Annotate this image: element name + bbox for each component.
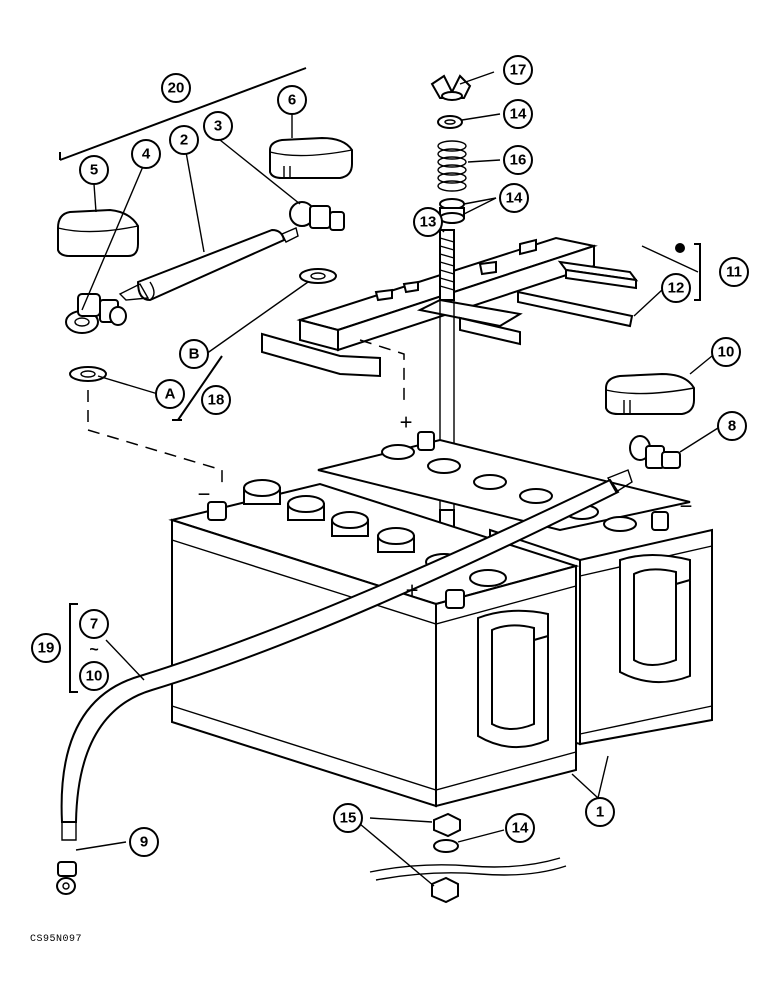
svg-text:17: 17 [510,62,527,79]
callout-7: 7 [79,609,109,639]
callout-18: 18 [201,385,231,415]
svg-text:B: B [189,346,200,363]
positive-sign-back: + [400,410,413,435]
range-tilde: ~ [89,642,98,659]
callout-13: 13 [413,207,443,237]
callout-4: 4 [131,139,161,169]
svg-text:2: 2 [180,132,188,149]
callout-17: 17 [503,55,533,85]
negative-sign-left: − [198,482,211,507]
callout-10-range: 10 [79,661,109,691]
nut-15-bottom [431,876,459,904]
callout-9: 9 [129,827,159,857]
callout-14-bottom: 14 [505,813,535,843]
short-cable-2 [118,227,299,302]
terminal-lug-9 [56,861,77,895]
washer-a [69,366,107,382]
svg-text:13: 13 [420,214,437,231]
svg-text:10: 10 [718,344,735,361]
svg-text:3: 3 [214,118,222,135]
bracket-19 [69,603,78,693]
callout-19: 19 [31,633,61,663]
callout-14-mid: 14 [499,183,529,213]
callout-15: 15 [333,803,363,833]
callout-3: 3 [203,111,233,141]
reference-dot [675,243,685,253]
svg-text:20: 20 [168,80,185,97]
wing-nut-17 [430,74,472,101]
callout-2: 2 [169,125,199,155]
svg-text:8: 8 [728,418,736,435]
svg-text:11: 11 [726,264,742,281]
spring-16 [437,140,467,192]
svg-text:9: 9 [140,834,148,851]
terminal-cover-6 [269,136,353,179]
terminal-cover-5 [57,208,139,257]
callout-1: 1 [585,797,615,827]
terminal-clamp-3 [289,201,345,231]
svg-text:14: 14 [510,106,527,123]
svg-text:19: 19 [38,640,55,657]
long-cable-7 [60,469,633,841]
terminal-clamp-8 [629,435,681,469]
leader-lines [75,71,719,887]
washer-14-top [437,115,463,129]
svg-text:12: 12 [668,280,685,297]
mounting-surface [369,857,567,881]
callout-8: 8 [717,411,747,441]
callout-5: 5 [79,155,109,185]
svg-text:1: 1 [596,804,604,821]
callout-20: 20 [161,73,191,103]
callout-16: 16 [503,145,533,175]
svg-text:15: 15 [340,810,357,827]
hold-down-frame [261,236,639,378]
svg-text:5: 5 [90,162,98,179]
washer-14-mid [439,198,465,224]
svg-text:14: 14 [512,820,529,837]
svg-text:10: 10 [86,668,103,685]
svg-text:A: A [165,386,176,403]
callout-14-top: 14 [503,99,533,129]
terminal-cover-10 [605,372,695,415]
washer-14-bottom [433,839,459,853]
svg-text:14: 14 [506,190,523,207]
svg-text:6: 6 [288,92,296,109]
bracket-11 [694,243,701,301]
bracket-18 [172,355,223,421]
svg-text:4: 4 [142,146,151,163]
washer-b [299,268,337,284]
svg-text:16: 16 [510,152,527,169]
negative-sign-right: − [680,494,693,519]
callout-6: 6 [277,85,307,115]
callout-b: B [179,339,209,369]
callout-a: A [155,379,185,409]
positive-sign-front: + [406,578,419,603]
group-20-bracket-line [59,67,307,161]
callout-12: 12 [661,273,691,303]
svg-text:18: 18 [208,392,225,409]
nut-15-top [433,812,461,838]
svg-text:7: 7 [90,616,98,633]
terminal-clamp-4 [65,293,127,334]
assembly-guide-lines [87,339,405,490]
callout-11: 11 [719,257,749,287]
callout-10-cover: 10 [711,337,741,367]
drawing-code: CS95N097 [30,934,83,945]
